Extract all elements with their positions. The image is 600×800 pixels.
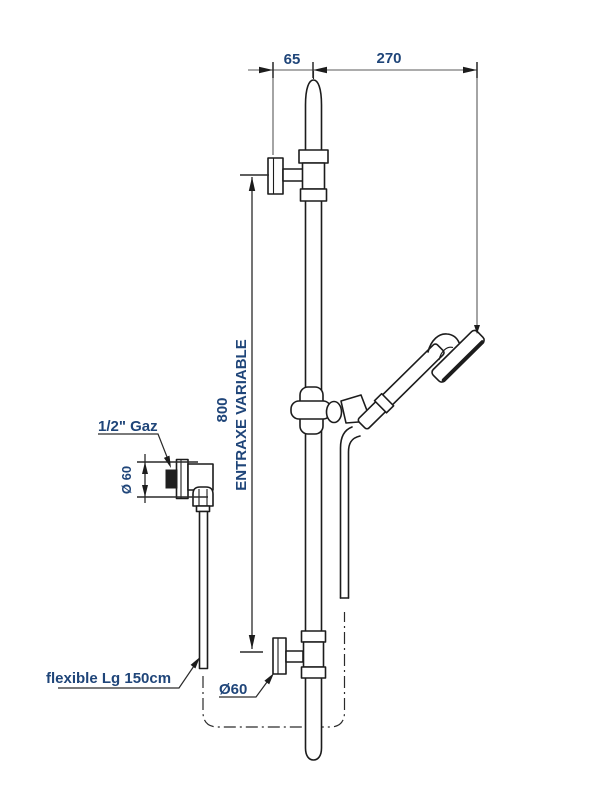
- shower-neck: [427, 333, 460, 353]
- dimension-inlet-diameter: Ø 60: [119, 454, 208, 503]
- dimension-horizontal: 65 270: [248, 50, 480, 334]
- hose-length-text: flexible Lg 150cm: [46, 670, 171, 687]
- shower-head: [431, 329, 485, 383]
- inlet-thread-text: 1/2" Gaz: [98, 418, 158, 435]
- top-wall-plate: [267, 157, 284, 195]
- dim-inlet-diameter-value: Ø 60: [119, 466, 134, 494]
- dimension-entraxe: 800 ENTRAXE VARIABLE: [214, 174, 269, 653]
- dim-800-value: 800: [214, 397, 231, 422]
- dim-270-value: 270: [376, 50, 401, 67]
- label-bracket-diameter: Ø60: [219, 673, 274, 698]
- dim-65-value: 65: [284, 51, 301, 68]
- wall-supply-elbow: [165, 458, 214, 670]
- hand-shower-hose: [339, 426, 361, 599]
- supply-hose: [198, 510, 209, 670]
- hand-shower: [357, 329, 485, 430]
- supply-body: [187, 463, 214, 491]
- dim-entraxe-note: ENTRAXE VARIABLE: [233, 339, 250, 490]
- top-bracket-arm: [282, 168, 304, 182]
- label-inlet-thread: 1/2" Gaz: [98, 418, 171, 468]
- bottom-bracket: [272, 630, 327, 679]
- hose-routing-centerline: [202, 612, 346, 728]
- handle-joint: [373, 392, 395, 414]
- bottom-wall-plate: [272, 637, 287, 675]
- top-bracket: [267, 149, 329, 202]
- supply-flange: [175, 458, 189, 500]
- bottom-bracket-arm: [285, 650, 304, 663]
- bracket-diameter-text: Ø60: [219, 681, 247, 698]
- cross-handle: [290, 386, 332, 435]
- hand-shower-handle: [357, 343, 445, 430]
- supply-valve: [165, 469, 178, 489]
- label-hose-length: flexible Lg 150cm: [46, 657, 200, 689]
- spray-face: [441, 340, 485, 383]
- supply-collar: [195, 505, 211, 513]
